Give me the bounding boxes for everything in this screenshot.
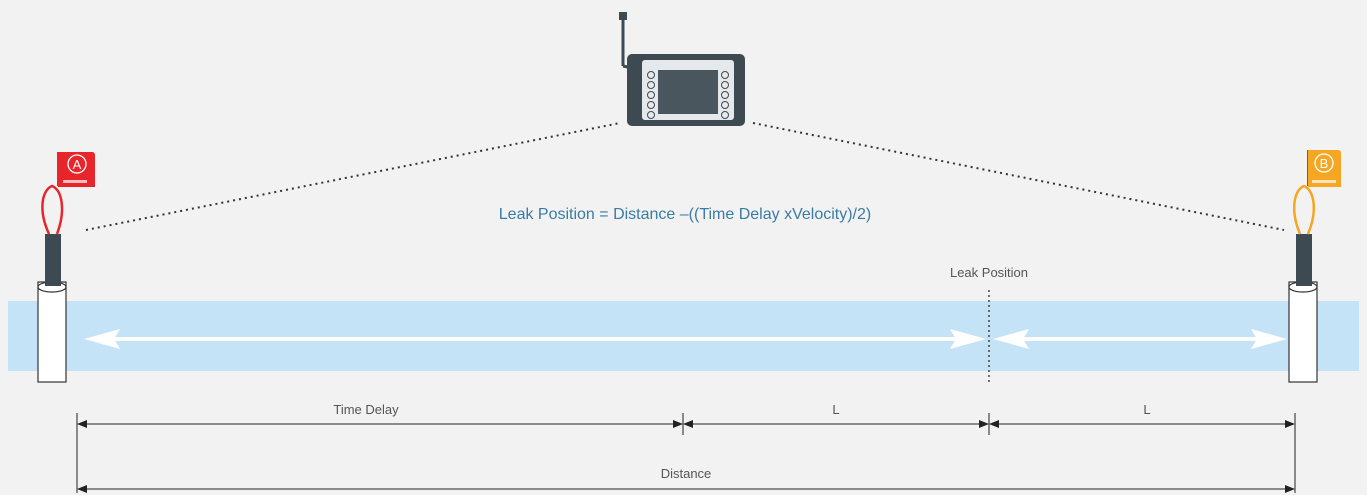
radio-link-a <box>85 122 621 231</box>
wave-arrow-left <box>84 329 986 349</box>
distance-label: Distance <box>661 466 712 481</box>
leak-correlator-device-icon <box>619 12 745 126</box>
dimension-ticks <box>76 413 1296 493</box>
l-label-1: L <box>832 402 839 417</box>
sensor-a-letter: A <box>73 157 82 172</box>
l-label-2: L <box>1143 402 1150 417</box>
wave-arrow-right <box>993 329 1287 349</box>
sensor-a-icon: A <box>37 152 95 383</box>
sensor-b-icon: B <box>1288 150 1341 383</box>
radio-link-b <box>752 122 1285 231</box>
leak-position-label: Leak Position <box>950 265 1028 280</box>
sensor-b-letter: B <box>1320 156 1329 171</box>
formula-text: Leak Position = Distance –((Time Delay x… <box>499 206 871 223</box>
pipe <box>8 301 1359 371</box>
time-delay-label: Time Delay <box>333 402 399 417</box>
